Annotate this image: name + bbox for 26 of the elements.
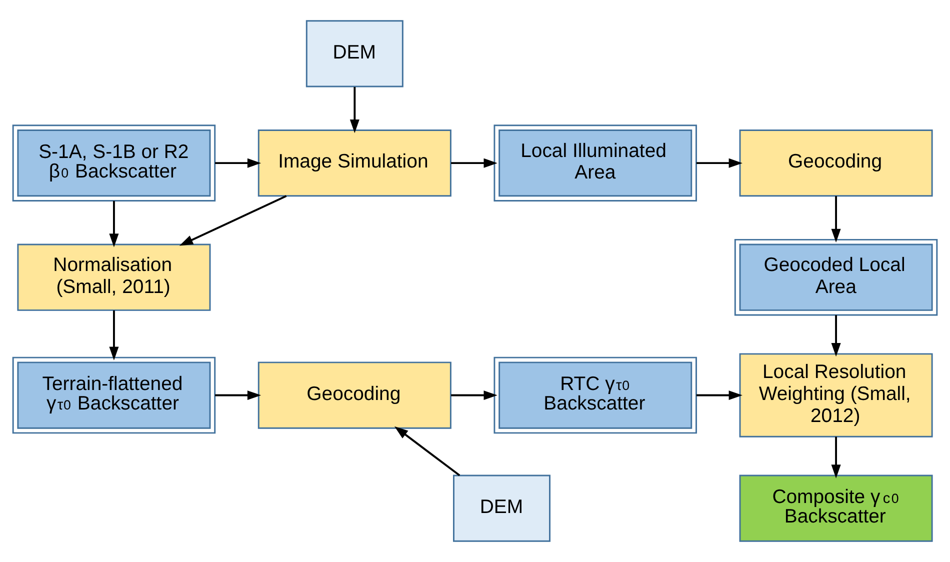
node-box: DEM: [453, 474, 550, 542]
arrow: [179, 195, 287, 246]
arrow: [215, 158, 262, 168]
arrow: [451, 390, 498, 400]
node-box: S-1A, S-1B or R2 β0 Backscatter: [12, 124, 216, 202]
node-box: Geocoding: [739, 130, 933, 197]
arrow: [696, 158, 742, 168]
arrow: [215, 390, 262, 400]
node-box: Normalisation (Small, 2011): [17, 244, 211, 311]
arrow: [350, 87, 360, 134]
node-box: Local Illuminated Area: [494, 124, 697, 202]
node-box: Image Simulation: [258, 130, 452, 197]
arrow: [696, 390, 742, 400]
arrow: [451, 158, 498, 168]
arrow: [831, 196, 841, 243]
node-box: DEM: [306, 20, 404, 88]
arrow: [831, 315, 841, 357]
node-box: Local Resolution Weighting (Small, 2012): [739, 353, 933, 438]
node-box: RTC γτ0 Backscatter: [494, 356, 697, 434]
node-box: Terrain-flattened γτ0 Backscatter: [12, 356, 216, 434]
arrow: [109, 200, 119, 248]
arrow: [831, 436, 841, 478]
node-box: Geocoding: [258, 362, 452, 429]
arrow: [109, 310, 119, 360]
arrow: [394, 426, 460, 476]
node-box: Geocoded Local Area: [734, 238, 938, 316]
